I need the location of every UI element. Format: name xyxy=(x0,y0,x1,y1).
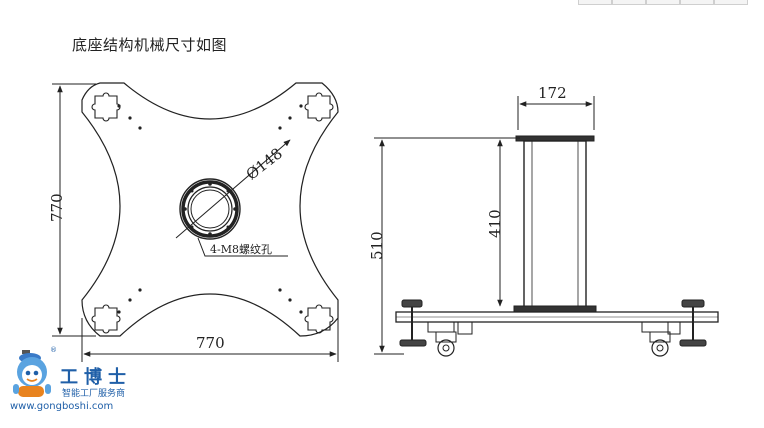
column-height-dimension-label: 410 xyxy=(486,209,504,238)
width-dimension xyxy=(81,318,339,362)
total-height-dimension-label: 510 xyxy=(368,231,386,260)
height-dimension xyxy=(52,83,96,337)
registered-mark: ® xyxy=(50,346,57,354)
page-caption: 底座结构机械尺寸如图 xyxy=(72,36,228,54)
base-plate-side xyxy=(395,311,719,323)
brand-tagline: 智能工厂服务商 xyxy=(62,389,126,399)
diameter-label: Ø148 xyxy=(243,144,286,183)
top-width-dimension-label: 172 xyxy=(538,84,567,102)
top-tab-strip xyxy=(578,0,748,5)
diameter-leader-line xyxy=(175,139,291,239)
flange-bolt-holes xyxy=(183,182,237,236)
right-leveling-foot xyxy=(679,299,707,347)
tab-stub xyxy=(578,0,612,5)
right-caster-wheel xyxy=(641,321,681,357)
hole-note-label: 4-M8螺纹孔 xyxy=(210,242,272,256)
total-height-dimension xyxy=(374,137,514,355)
brand-name: 工博士 xyxy=(60,367,132,388)
brand-url[interactable]: www.gongboshi.com xyxy=(10,401,114,412)
base-plate-top-view xyxy=(81,82,339,337)
height-dimension-label: 770 xyxy=(48,193,66,222)
corner-slots xyxy=(91,92,334,334)
cross-plate-outline xyxy=(81,82,339,337)
support-column xyxy=(513,135,597,313)
top-width-dimension xyxy=(517,96,595,130)
gongboshi-logo xyxy=(13,350,51,397)
mounting-holes xyxy=(117,104,303,314)
hole-note-leader xyxy=(197,237,288,257)
left-caster-wheel xyxy=(427,321,473,357)
left-leveling-foot xyxy=(399,299,427,347)
tab-stub xyxy=(612,0,646,5)
width-dimension-label: 770 xyxy=(196,334,225,352)
tab-stub xyxy=(646,0,680,5)
tab-stub xyxy=(714,0,748,5)
robot-mascot-icon xyxy=(13,350,51,397)
tab-stub xyxy=(680,0,714,5)
center-flange xyxy=(179,178,241,240)
